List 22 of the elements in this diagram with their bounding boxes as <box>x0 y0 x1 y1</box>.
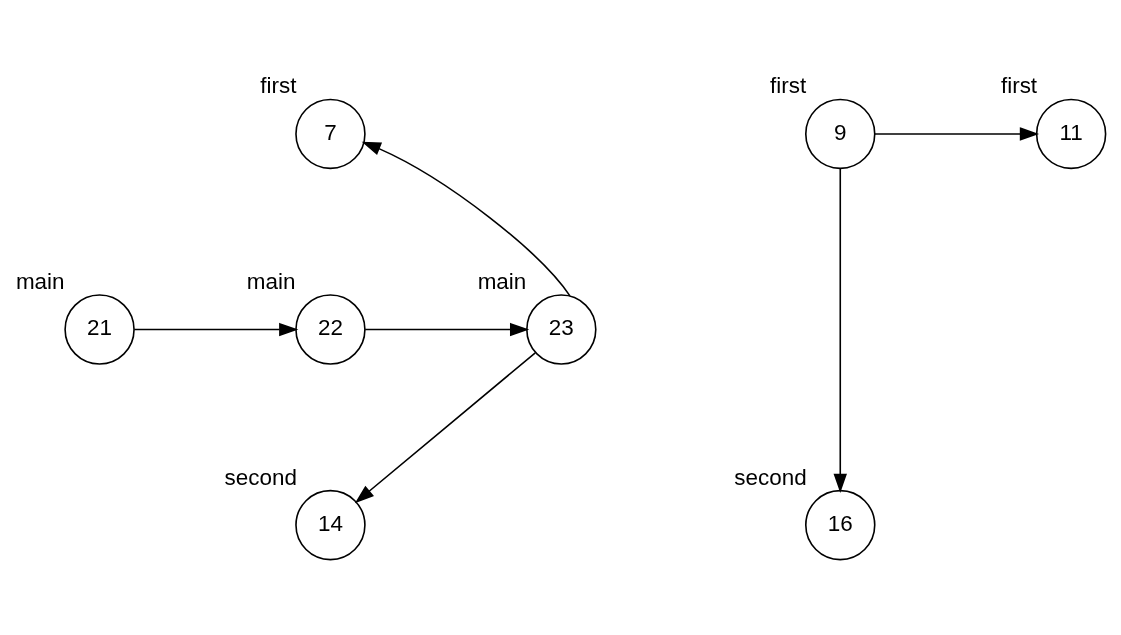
node-label: main <box>15 268 65 294</box>
node-circle: 21 <box>64 294 135 365</box>
arrow <box>361 141 571 297</box>
node-circle: 16 <box>805 489 876 561</box>
node-circle: 22 <box>295 294 366 365</box>
arrow <box>133 322 299 337</box>
node-label: first <box>1000 73 1038 99</box>
node-circle: 7 <box>295 98 366 170</box>
node-circle: 23 <box>526 294 597 365</box>
node-label: second <box>734 464 807 490</box>
node-circle: 11 <box>1035 98 1107 170</box>
node-circle: 9 <box>805 98 876 170</box>
node-label: main <box>477 268 527 294</box>
node-label: second <box>224 464 297 490</box>
node-circle: 14 <box>295 489 366 561</box>
node-label: main <box>246 268 296 294</box>
arrow <box>874 127 1040 141</box>
arrow <box>364 322 530 337</box>
node-label: first <box>770 73 807 99</box>
arrow <box>833 167 847 493</box>
node-label: first <box>260 73 297 99</box>
arrow <box>354 352 537 504</box>
